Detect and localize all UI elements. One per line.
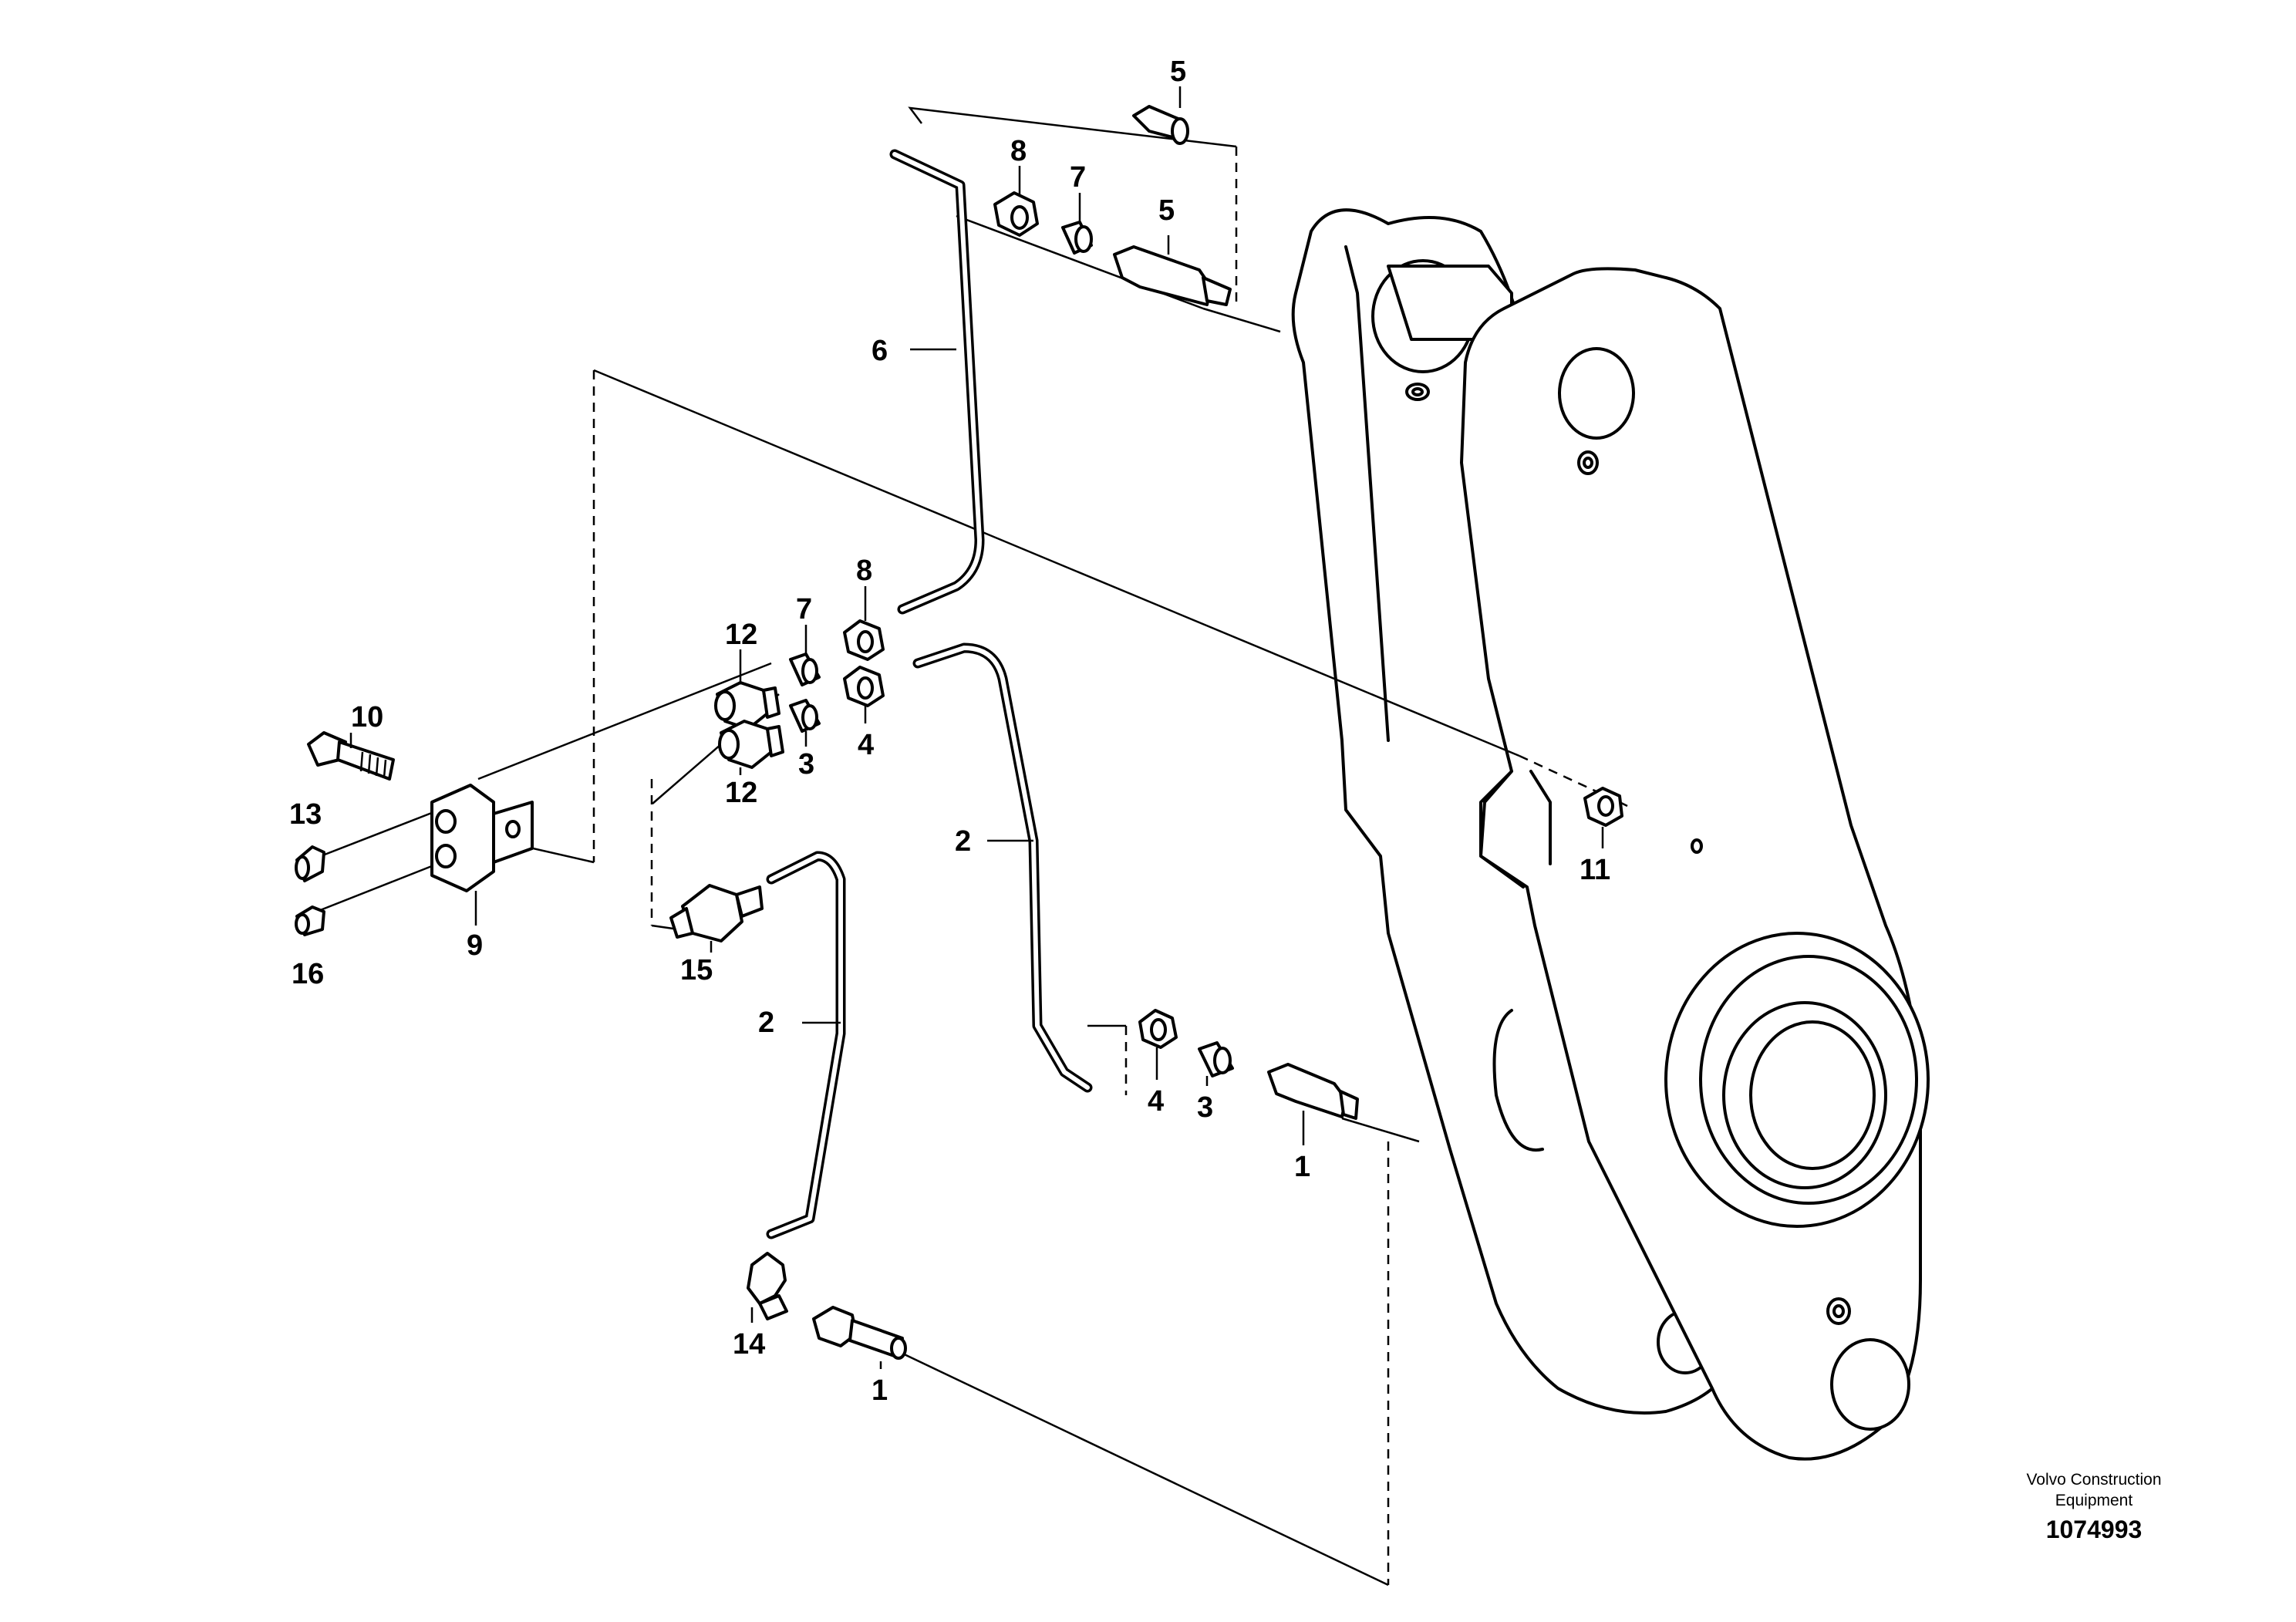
nut-4-lower <box>1138 1009 1178 1049</box>
callout-11: 11 <box>1580 854 1610 886</box>
bolt-10 <box>307 731 395 781</box>
nut-8-mid <box>843 619 885 661</box>
callout-12-top: 12 <box>725 619 757 651</box>
assembly-lines <box>300 106 1628 1587</box>
callout-15: 15 <box>680 954 713 986</box>
callout-4-mid: 4 <box>858 729 874 761</box>
sleeve-7-top <box>1061 221 1093 255</box>
tube-2-upper <box>912 642 1093 1093</box>
grease-nipple-13 <box>295 845 325 882</box>
callout-7-top: 7 <box>1070 161 1086 194</box>
callout-leaders <box>349 86 1604 1369</box>
footer: Volvo Construction Equipment 1074993 <box>2026 1471 2161 1543</box>
elbow-14 <box>747 1252 788 1320</box>
callout-8-top: 8 <box>1010 135 1027 167</box>
nut-8-top <box>993 191 1039 237</box>
callout-2-lower: 2 <box>758 1007 774 1039</box>
callout-4-lower: 4 <box>1148 1085 1164 1118</box>
document-number: 1074993 <box>2046 1516 2143 1543</box>
grease-nipple-16 <box>295 905 325 936</box>
nut-11 <box>1583 787 1623 827</box>
callout-13: 13 <box>289 798 322 831</box>
callout-12-bottom: 12 <box>725 777 757 809</box>
linkage-front-plate <box>1460 267 1930 1461</box>
callout-8-mid: 8 <box>856 555 872 587</box>
adapter-5 <box>1113 245 1232 306</box>
sleeve-7-mid <box>789 653 821 686</box>
block-9 <box>430 784 534 892</box>
connector-12-bottom <box>718 720 784 769</box>
brand-line-1: Volvo Construction <box>2026 1471 2161 1489</box>
callout-2-upper: 2 <box>955 825 971 858</box>
nut-4-mid <box>843 666 885 707</box>
callout-3-mid: 3 <box>798 748 814 781</box>
tube-2-lower <box>766 851 846 1239</box>
brand-line-2: Equipment <box>2055 1492 2133 1509</box>
callout-7-mid: 7 <box>796 593 812 626</box>
sleeve-3-lower <box>1198 1041 1234 1077</box>
adapter-1-lower <box>1267 1063 1359 1120</box>
connector-15 <box>669 884 764 943</box>
callout-5-top: 5 <box>1170 56 1186 88</box>
callout-1-lower: 1 <box>872 1374 888 1407</box>
callout-9: 9 <box>467 929 483 962</box>
callout-numbers: 5 8 7 5 6 8 7 12 12 3 4 10 13 16 9 15 2 … <box>289 56 1610 1407</box>
callout-5-adapter: 5 <box>1158 194 1175 227</box>
callout-1-adapter: 1 <box>1294 1151 1310 1183</box>
sleeve-3-mid <box>789 699 821 733</box>
tube-6 <box>889 149 985 615</box>
callout-6: 6 <box>872 335 888 367</box>
callout-16: 16 <box>292 958 324 990</box>
callout-14: 14 <box>733 1328 765 1361</box>
connector-12-top <box>714 681 781 730</box>
callout-10: 10 <box>351 701 383 733</box>
callout-3-lower: 3 <box>1197 1091 1213 1124</box>
grease-nipple-5-top <box>1132 105 1189 145</box>
fitting-1-lower <box>812 1306 907 1360</box>
